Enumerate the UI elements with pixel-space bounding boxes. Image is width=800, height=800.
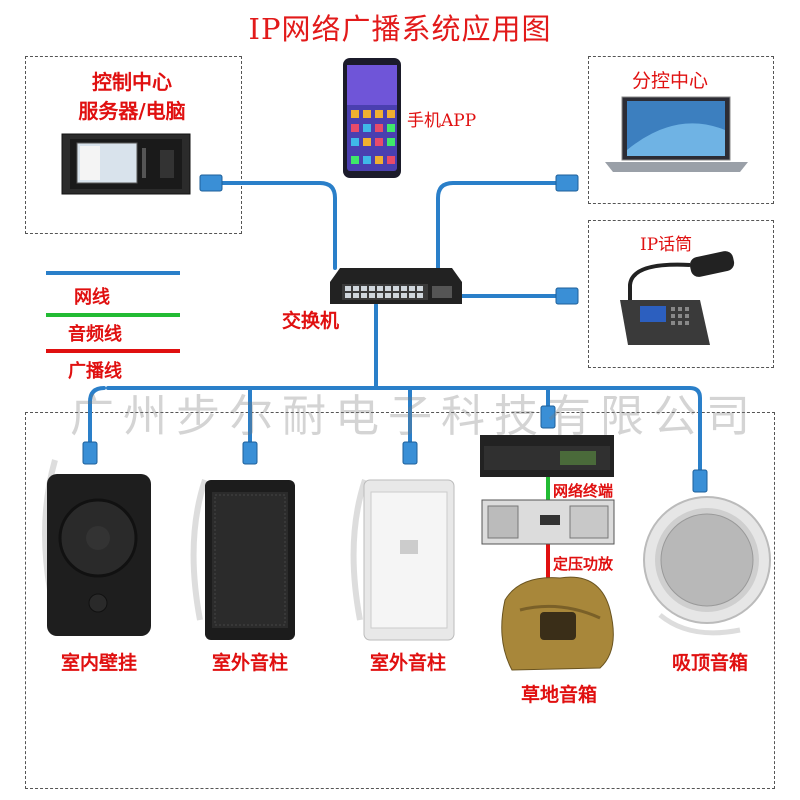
outdoor-column-speaker-white [364,480,454,640]
outdoor-column-speaker-black [205,480,295,640]
legend-network-line [46,271,180,275]
lawn-speaker-device [500,575,620,670]
legend-broadcast-line [46,349,180,353]
phone-app-label: 手机APP [407,111,477,131]
laptop-device [605,97,750,173]
ip-mic-label: IP话筒 [640,235,693,255]
network-switch-device [330,268,462,304]
server-device [62,134,190,194]
network-terminal-label: 网络终端 [553,482,614,500]
legend-audio-line [46,313,180,317]
branch-center-label: 分控中心 [632,70,709,92]
legend-broadcast-label: 广播线 [68,361,122,382]
company-watermark: 广州步尔耐电子科技有限公司 [70,391,759,442]
phone-device [343,58,401,178]
indoor-wall-label: 室内壁挂 [60,652,137,674]
server-computer-label: 服务器/电脑 [78,99,186,123]
ip-mic-device [620,250,735,345]
legend-network-label: 网线 [74,287,110,308]
diagram-title: IP网络广播系统应用图 [248,12,552,46]
lawn-speaker-label: 草地音箱 [520,684,597,706]
endpoint-devices-box [25,412,775,789]
branch-center-box [588,56,774,204]
control-center-box [25,56,242,234]
outdoor-column-label-2: 室外音柱 [369,652,446,674]
outdoor-column-label-1: 室外音柱 [211,652,288,674]
indoor-wall-speaker [47,474,151,636]
ceiling-speaker-device [644,497,770,623]
switch-label: 交换机 [282,310,340,332]
constant-voltage-amp-label: 定压功放 [553,555,614,573]
legend-audio-label: 音频线 [68,324,122,345]
amplifier-device [482,500,614,544]
control-center-label: 控制中心 [92,70,172,94]
ceiling-speaker-label: 吸顶音箱 [671,652,748,674]
network-terminal-device [480,435,614,477]
ip-mic-box [588,220,774,368]
